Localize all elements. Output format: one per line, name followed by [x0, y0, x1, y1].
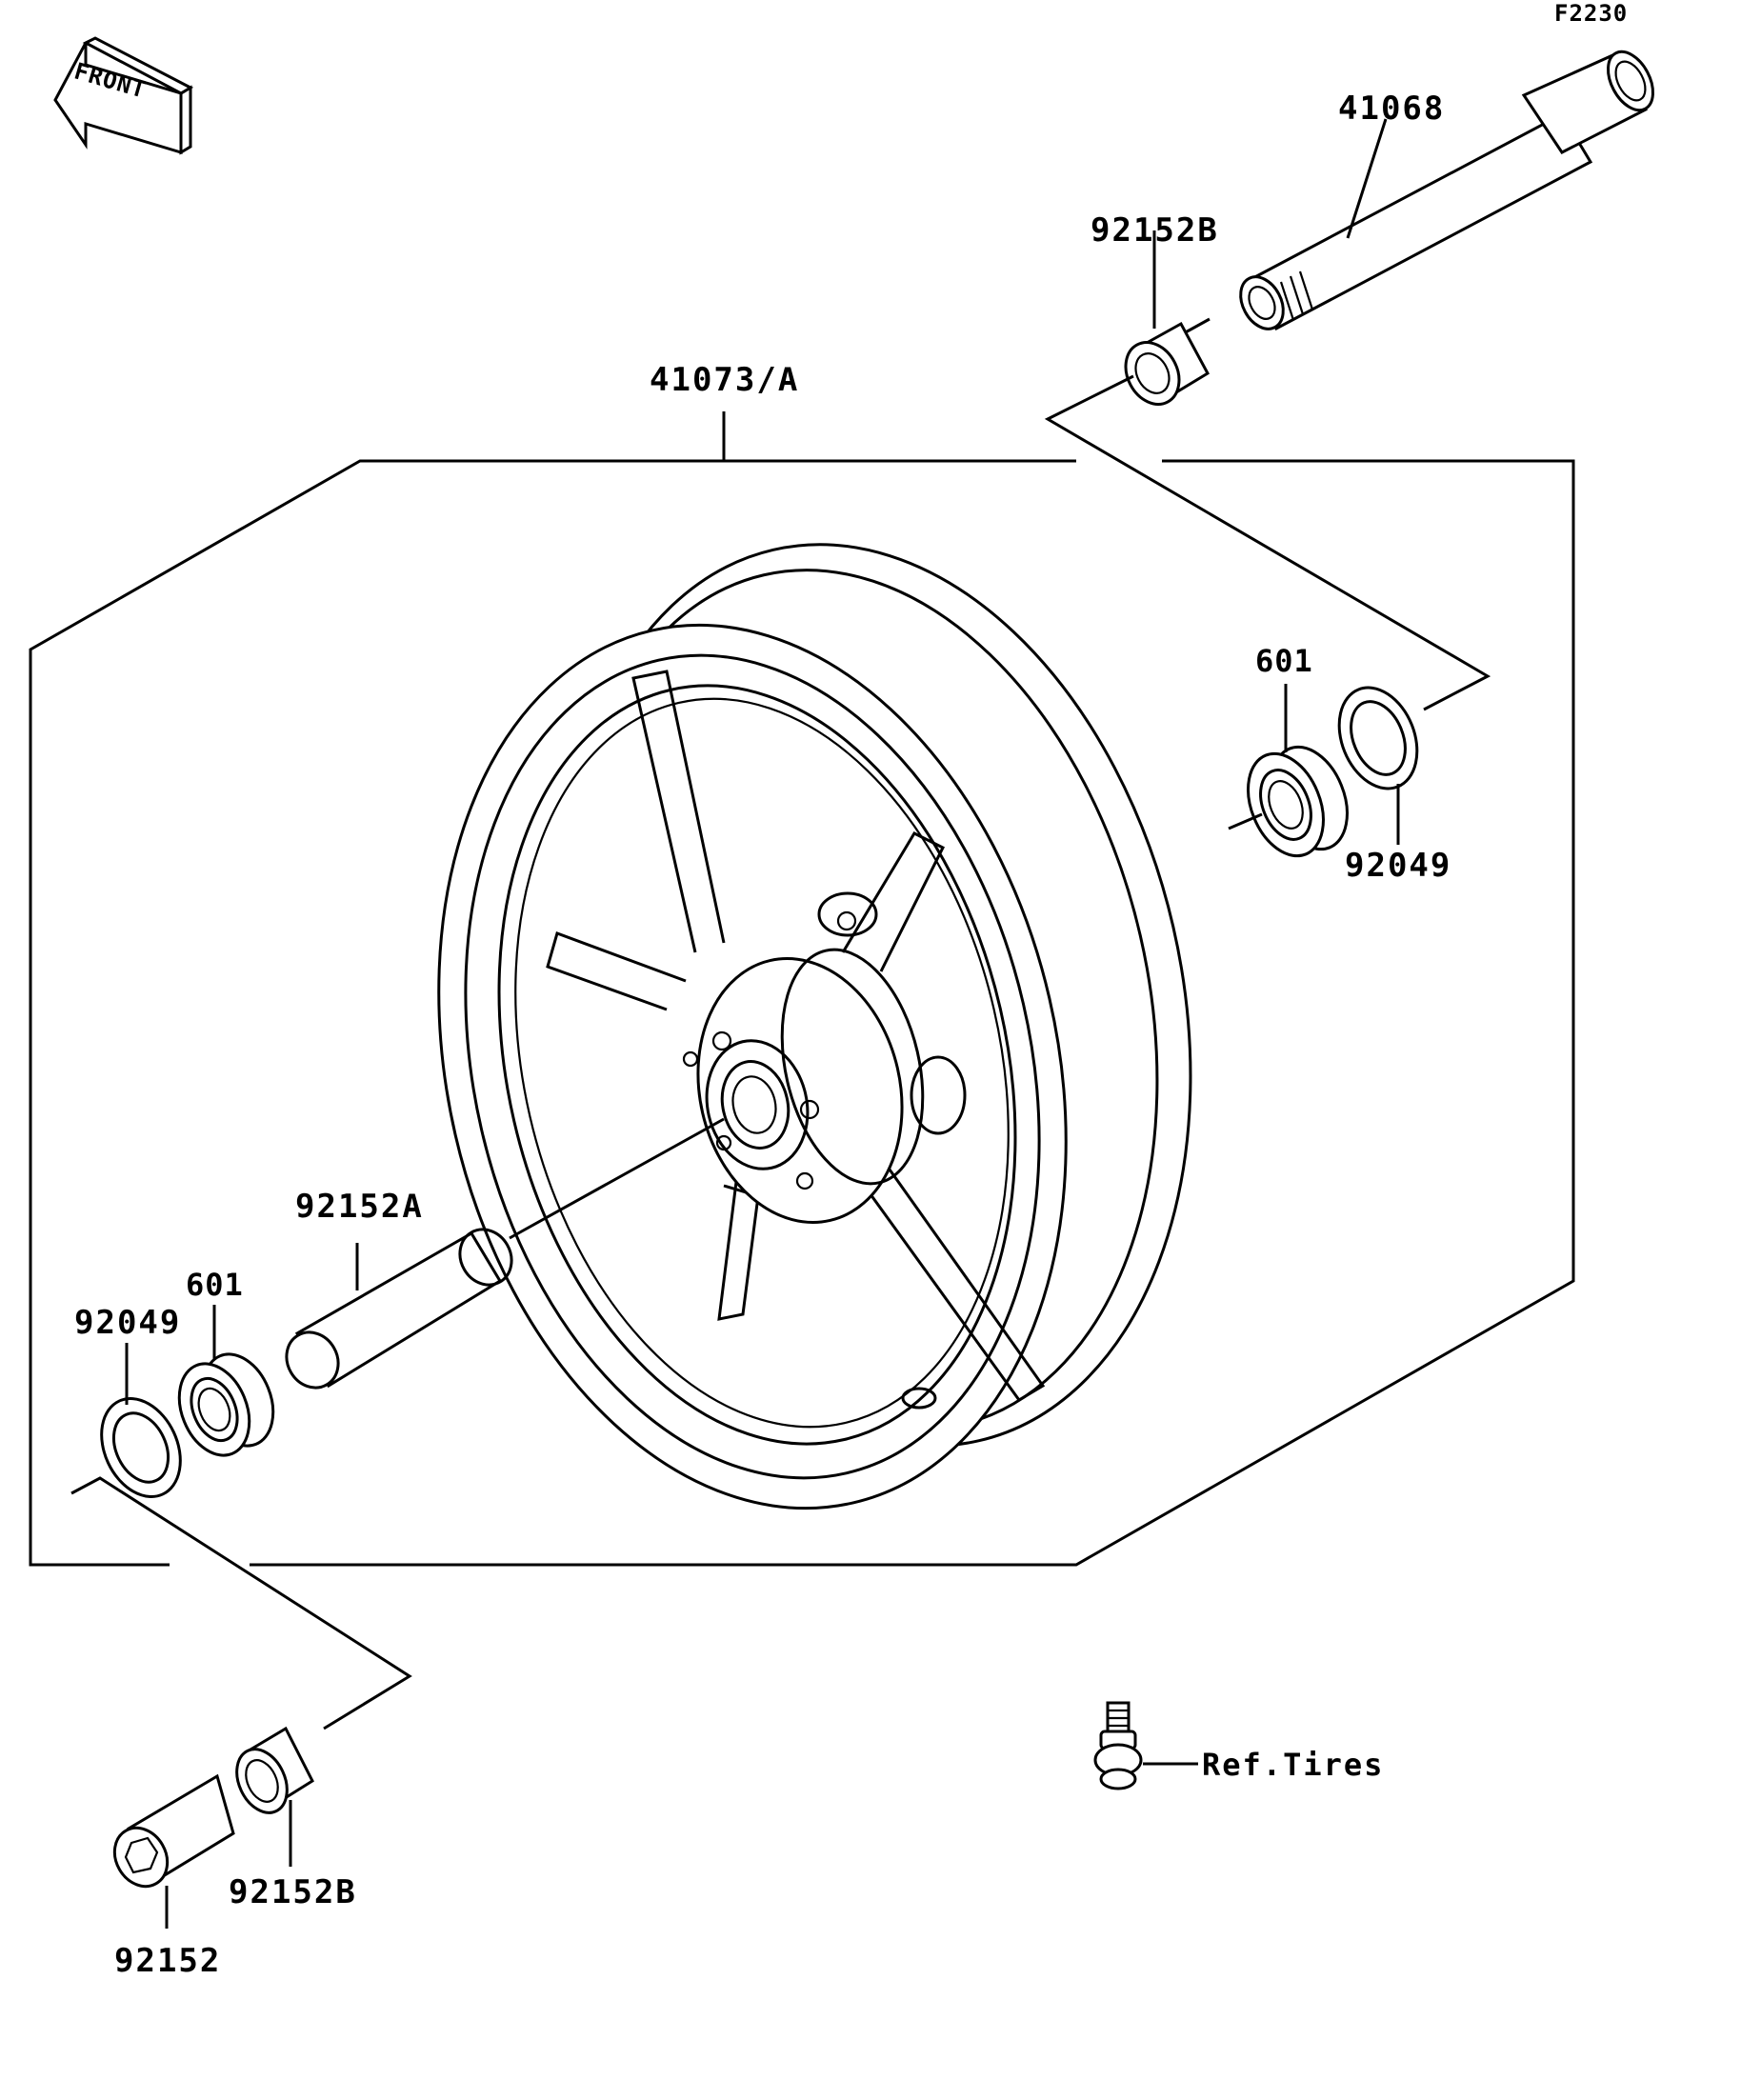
label-bearing-left: 601: [186, 1267, 244, 1303]
axle-nut: [112, 1773, 235, 1929]
figure-code: F2230: [1554, 0, 1628, 27]
collar-top: [1124, 230, 1210, 406]
label-axle-nut: 92152: [114, 1942, 221, 1980]
label-valve-ref: Ref.Tires: [1202, 1747, 1384, 1783]
bearing-right: [1228, 684, 1349, 858]
label-seal-left: 92049: [74, 1304, 181, 1342]
wheel: [437, 543, 1192, 1510]
bearing-left: [177, 1305, 275, 1457]
label-bearing-right: 601: [1255, 643, 1313, 679]
seal-right: [1337, 686, 1419, 845]
label-seal-right: 92049: [1345, 847, 1451, 885]
label-wheel: 41073/A: [650, 361, 799, 399]
wheel-bracket: [29, 411, 1575, 1567]
label-axle: 41068: [1338, 90, 1445, 128]
valve-icon: [1093, 1701, 1198, 1790]
label-collar-bottom: 92152B: [229, 1873, 357, 1911]
label-spacer: 92152A: [295, 1188, 424, 1226]
label-collar-top: 92152B: [1091, 211, 1219, 250]
collar-bottom: [235, 1726, 314, 1867]
front-arrow-icon: FRONT: [53, 36, 194, 155]
spacer: [285, 1117, 725, 1390]
axle: [1239, 50, 1654, 330]
seal-left: [100, 1343, 182, 1499]
